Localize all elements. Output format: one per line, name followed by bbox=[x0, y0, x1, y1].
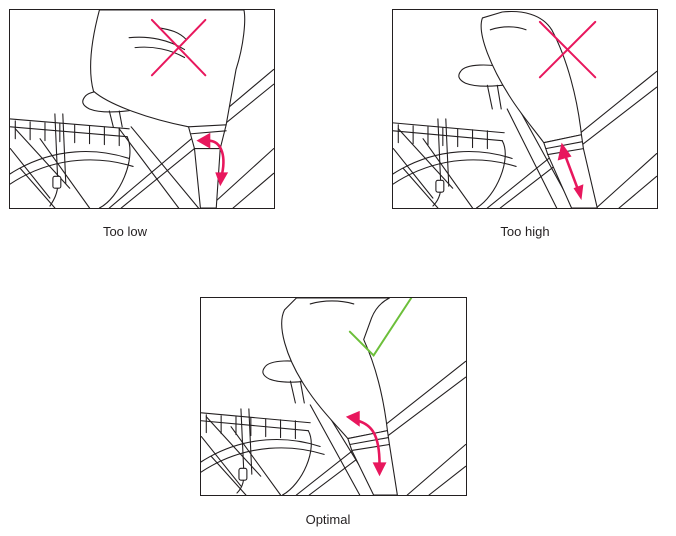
double-headed-curved-arrow-icon bbox=[196, 132, 229, 187]
panel-too-high bbox=[392, 9, 658, 209]
double-headed-curved-arrow-icon bbox=[345, 410, 387, 477]
panel-too-low bbox=[9, 9, 275, 209]
double-headed-curved-arrow-icon bbox=[557, 142, 584, 201]
cross-mark-icon bbox=[150, 18, 207, 77]
caption-optimal: Optimal bbox=[305, 512, 351, 527]
cross-mark-icon bbox=[538, 20, 597, 79]
illustration-too-high bbox=[393, 10, 657, 208]
luggage-rack bbox=[393, 118, 506, 208]
check-mark-icon bbox=[348, 298, 413, 357]
caption-too-high: Too high bbox=[500, 224, 550, 239]
illustration-too-low bbox=[10, 10, 274, 208]
rear-wheel bbox=[393, 128, 517, 208]
panel-optimal bbox=[200, 297, 467, 496]
rear-wheel bbox=[201, 416, 325, 495]
luggage-rack bbox=[10, 113, 131, 208]
rider-leg bbox=[281, 298, 398, 495]
luggage-rack bbox=[201, 408, 312, 495]
rear-wheel bbox=[10, 128, 134, 208]
caption-too-low: Too low bbox=[102, 224, 148, 239]
illustration-optimal bbox=[201, 298, 466, 495]
